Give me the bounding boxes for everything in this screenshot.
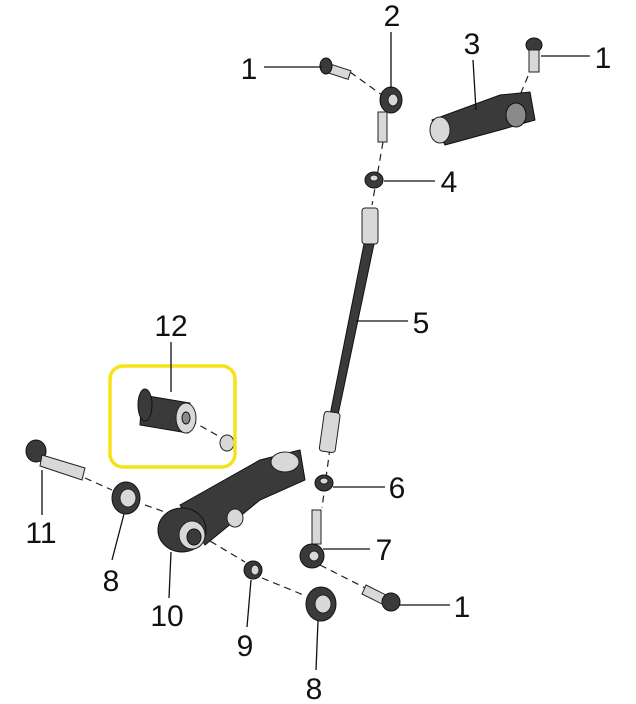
callout-9: 9 [237, 630, 254, 663]
callout-12: 12 [154, 310, 187, 343]
callout-1-lower: 1 [454, 591, 471, 624]
callout-1-right: 1 [595, 42, 612, 75]
callout-11: 11 [25, 517, 56, 550]
bolt-part-1-lower [361, 584, 401, 612]
callout-5: 5 [413, 307, 430, 340]
pivot-bolt-part-11 [25, 439, 86, 481]
bearing-part-8-right [305, 586, 337, 622]
nut-part-4 [364, 171, 384, 189]
callout-1: 1 [241, 53, 258, 86]
nut-part-6 [314, 474, 334, 492]
shift-rod-part-5 [318, 207, 379, 454]
callout-7: 7 [376, 534, 393, 567]
axis-arm-bolt [517, 75, 529, 101]
pedal-rubber-part-12 [137, 388, 197, 434]
callout-8-left: 8 [103, 565, 120, 598]
callout-2: 2 [384, 0, 401, 33]
callout-4: 4 [441, 166, 458, 199]
rod-end-part-7 [299, 509, 325, 569]
callout-3: 3 [464, 28, 481, 61]
axis-upper-bolt [349, 71, 383, 96]
highlight-box [108, 364, 237, 469]
bushing-part-9 [243, 560, 263, 580]
callout-8-right: 8 [306, 673, 323, 704]
bearing-part-8-left [111, 481, 141, 515]
shift-lever [179, 434, 306, 546]
bolt-part-1-right [525, 37, 543, 73]
arm-part-3 [429, 91, 536, 146]
callout-6: 6 [389, 472, 406, 505]
axis-upper-rod [371, 141, 384, 206]
pivot-boss-part-10 [157, 507, 207, 553]
leader-lines [41, 32, 590, 671]
axis-pivot [84, 477, 386, 599]
rod-end-part-2 [377, 86, 403, 143]
bolt-part-1 [319, 57, 352, 80]
callout-10: 10 [150, 600, 183, 633]
